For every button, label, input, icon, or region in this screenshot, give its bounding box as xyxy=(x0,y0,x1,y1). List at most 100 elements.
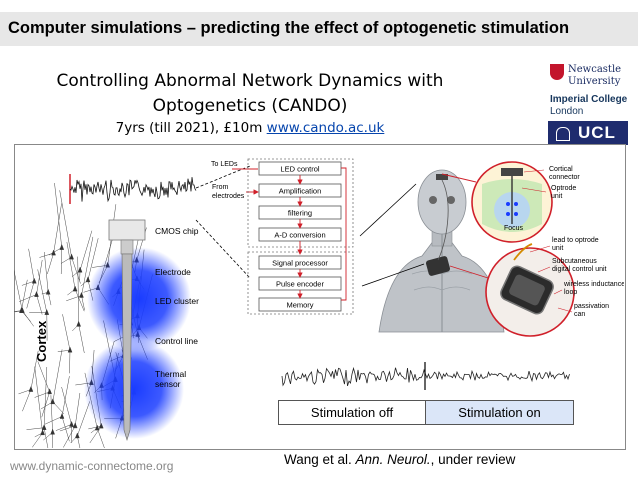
neuron-soma xyxy=(41,424,47,430)
citation-status: , under review xyxy=(430,452,516,467)
cando-link[interactable]: www.cando.ac.uk xyxy=(266,120,385,136)
zoom-link-head xyxy=(441,173,477,183)
cortical-connector-label-1: Cortical xyxy=(549,166,573,173)
neuron-dendrite xyxy=(32,366,43,448)
neuron-soma xyxy=(69,253,74,260)
neuron-dendrite xyxy=(59,190,81,284)
imperial-london: London xyxy=(550,106,584,117)
cando-implant-diagram: CMOS chip Electrode LED cluster Control … xyxy=(14,158,624,448)
from-electrodes-label-2: electrodes xyxy=(212,193,245,200)
neuron-soma xyxy=(44,309,50,315)
focus-label: Focus xyxy=(504,225,524,232)
block-amplification-label: Amplification xyxy=(279,187,322,196)
neuron-dendrite xyxy=(21,248,35,309)
optrode-zoom-circle xyxy=(471,161,553,243)
stimulation-legend: Stimulation off Stimulation on xyxy=(278,400,574,425)
neuron-dendrite xyxy=(39,203,62,275)
neuron-dendrite xyxy=(55,386,73,443)
optrode-unit-label-2: unit xyxy=(551,193,562,200)
thermal-label-2: sensor xyxy=(155,379,181,389)
imperial-logo: Imperial College London xyxy=(548,93,628,119)
to-leds-label: To LEDs xyxy=(211,161,238,168)
neuron-dendrite xyxy=(66,242,85,312)
neuron-soma xyxy=(69,420,74,427)
neuron-soma xyxy=(59,412,65,419)
led-cluster-label: LED cluster xyxy=(155,296,199,306)
project-details: 7yrs (till 2021), £10m www.cando.ac.uk xyxy=(40,120,460,136)
neuron-soma xyxy=(31,277,37,284)
stimulation-response-trace xyxy=(281,366,570,387)
optrode-shaft xyxy=(121,253,133,442)
neuron-soma xyxy=(72,422,78,429)
neuron-soma xyxy=(34,291,39,297)
control-unit-zoom-circle xyxy=(485,243,575,337)
citation-authors: Wang et al. xyxy=(284,452,356,467)
block-signal-processor-label: Signal processor xyxy=(272,259,328,268)
neuron-soma xyxy=(94,424,100,431)
neuron-dendrite xyxy=(41,251,52,306)
neuron-soma xyxy=(20,307,25,313)
control-line-label: Control line xyxy=(155,336,198,346)
ucl-logo: UCL xyxy=(548,121,628,145)
neuron-dendrite xyxy=(70,401,91,448)
cmos-chip-label: CMOS chip xyxy=(155,226,199,236)
neuron-dendrite xyxy=(66,236,94,311)
neuron-soma xyxy=(67,346,73,353)
lead-label-2: unit xyxy=(552,245,563,252)
zoom-link-body xyxy=(449,265,489,279)
callout-leader-line xyxy=(537,266,551,273)
slide-title: Computer simulations – predicting the ef… xyxy=(8,19,570,37)
passivation-label-2: can xyxy=(574,311,585,318)
neuron-dendrite xyxy=(34,361,50,418)
recorded-signal-trace xyxy=(69,177,197,203)
neuron-soma xyxy=(40,429,45,436)
patient-torso-illustration xyxy=(378,169,505,333)
callout-leader-line xyxy=(529,245,551,253)
neuron-dendrite xyxy=(14,279,31,322)
citation-journal: Ann. Neurol. xyxy=(355,452,431,467)
callout-leader-line xyxy=(523,169,545,173)
block-pulse-encoder-label: Pulse encoder xyxy=(276,280,324,289)
pointer-to-body xyxy=(361,263,425,287)
thermal-label-1: Thermal xyxy=(155,369,186,379)
cortical-connector-label-2: connector xyxy=(549,174,580,181)
ucl-name: UCL xyxy=(578,123,616,142)
pointer-to-head xyxy=(359,183,417,237)
stimulation-on-label: Stimulation on xyxy=(426,401,573,424)
neuron-soma xyxy=(77,266,83,273)
neuron-soma xyxy=(45,288,51,295)
callout-leader-line xyxy=(521,187,547,193)
footer-url: www.dynamic-connectome.org xyxy=(10,459,174,473)
neuron-dendrite xyxy=(48,182,63,275)
neuron-soma xyxy=(75,432,80,439)
led-glow-upper xyxy=(87,247,191,351)
citation: Wang et al. Ann. Neurol., under review xyxy=(284,452,515,467)
analog-frontend-group xyxy=(247,158,354,248)
imperial-name: Imperial College xyxy=(550,94,628,105)
from-electrodes-label-1: From xyxy=(212,184,229,191)
project-title-line1: Controlling Abnormal Network Dynamics wi… xyxy=(56,71,444,91)
chip-base xyxy=(120,239,134,255)
neuron-soma xyxy=(59,243,65,250)
block-led-control-label: LED control xyxy=(280,165,320,174)
neuron-soma xyxy=(28,385,34,392)
optrode-unit-label-1: Optrode xyxy=(551,185,576,192)
neuron-soma xyxy=(72,285,78,292)
feedback-loop-line xyxy=(341,167,347,301)
ucl-dome-icon xyxy=(556,127,570,141)
passivation-label-1: passivation xyxy=(574,303,609,310)
title-bar xyxy=(0,12,638,46)
subcutaneous-label-1: Subcutaneous xyxy=(552,258,597,265)
led-glow-lower xyxy=(84,339,184,439)
newcastle-name: Newcastle xyxy=(568,64,622,75)
neuron-soma xyxy=(79,291,84,298)
neuron-dendrite xyxy=(44,376,70,442)
project-title-line2: Optogenetics (CANDO) xyxy=(152,96,348,116)
newcastle-shield-icon xyxy=(550,64,564,80)
cmos-chip xyxy=(108,219,146,241)
lead-label-1: lead to optrode xyxy=(552,237,599,244)
block-memory-label: Memory xyxy=(286,301,313,310)
neuron-soma xyxy=(85,276,91,283)
newcastle-university: University xyxy=(568,76,621,87)
block-a-d-conversion-label: A-D conversion xyxy=(274,231,325,240)
